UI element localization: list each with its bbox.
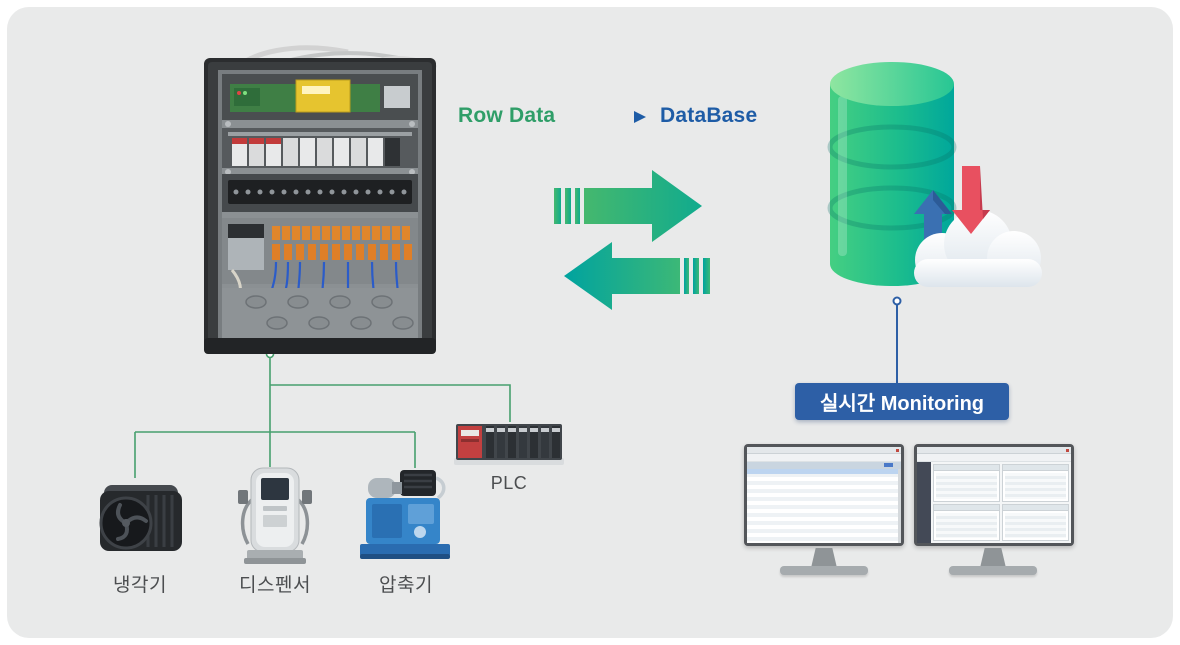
monitor-right-titlebar <box>917 447 1071 454</box>
monitor-right-panel <box>933 464 1000 502</box>
dispenser-label: 디스펜서 <box>239 575 311 596</box>
row-data-label: Row Data <box>458 104 556 127</box>
monitor-left-button <box>884 463 893 467</box>
monitor-right-panels <box>931 462 1071 543</box>
cabinet-shelf-terminals <box>222 218 418 301</box>
monitoring-badge-label: 실시간 Monitoring <box>819 393 985 415</box>
monitor-right-stand <box>980 548 1006 568</box>
upload-arrow-icon <box>914 190 952 260</box>
data-transfer-arrows <box>554 170 710 310</box>
close-icon <box>896 449 899 452</box>
monitor-right-panel <box>1002 464 1069 502</box>
monitoring-connector-line <box>892 296 902 384</box>
monitor-right-panel <box>1002 503 1069 541</box>
monitor-left-toolbar <box>747 454 901 462</box>
plc-icon <box>454 424 564 465</box>
monitor-right-sidebar <box>917 462 931 543</box>
compressor-label: 압축기 <box>379 575 433 596</box>
monitor-left-table-header <box>747 462 901 469</box>
control-cabinet-photo <box>204 45 438 354</box>
download-arrow-icon <box>952 166 990 234</box>
monitor-left-selected-row <box>747 469 898 474</box>
monitoring-badge: 실시간 Monitoring <box>795 383 1009 420</box>
monitor-left <box>744 444 904 546</box>
cloud-icon <box>914 210 1042 287</box>
plc-label: PLC <box>490 473 528 493</box>
data-transfer-left-arrow-icon <box>564 242 710 310</box>
monitor-left-base <box>780 566 868 575</box>
data-transfer-right-arrow-icon <box>554 170 702 242</box>
monitor-left-titlebar <box>747 447 901 454</box>
database-label: DataBase <box>660 104 758 127</box>
cabinet-shelf-breakers <box>222 128 418 175</box>
monitor-right-toolbar <box>917 454 1071 462</box>
cabinet-shelf-pcb <box>222 74 418 127</box>
monitor-left-stand <box>811 548 837 568</box>
device-connector-lines <box>134 357 511 478</box>
monitor-left-scrollbar <box>898 469 901 543</box>
monitor-right-screen <box>917 447 1071 543</box>
monitor-left-screen <box>747 447 901 543</box>
close-icon <box>1066 449 1069 452</box>
monitor-right-panel <box>933 503 1000 541</box>
flow-arrow-icon <box>586 111 646 123</box>
monitor-right-base <box>949 566 1037 575</box>
monitor-right <box>914 444 1074 546</box>
cloud-sync-group <box>914 166 1042 287</box>
monitor-left-table-rows <box>747 469 898 543</box>
cabinet-bottom-plate <box>222 288 418 338</box>
chiller-icon <box>99 485 182 551</box>
compressor-icon <box>360 470 450 559</box>
dispenser-icon <box>238 467 312 564</box>
monitor-right-body <box>917 462 1071 543</box>
database-cylinder-icon <box>827 62 957 286</box>
cooler-label: 냉각기 <box>113 575 167 596</box>
cabinet-shelf-terminal-strip <box>222 174 418 212</box>
